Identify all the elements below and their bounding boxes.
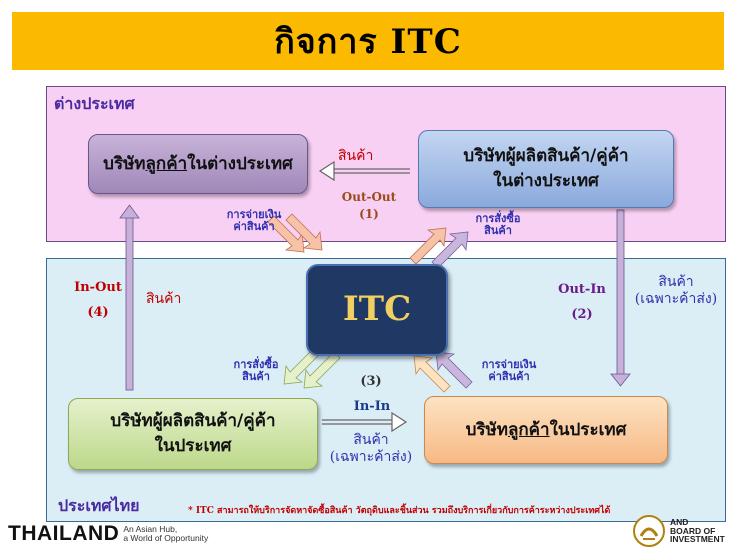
page-title: กิจการ ITC [274, 22, 462, 62]
arrow-out-out [318, 160, 410, 182]
customer-thailand-box: บริษัทลูกค้าในประเทศ [424, 396, 668, 464]
in-in-name: In-In [353, 399, 391, 414]
out-in-goods: สินค้า [658, 274, 694, 290]
thailand-brand: THAILAND An Asian Hub, a World of Opport… [8, 522, 208, 546]
in-out-label: In-Out (4) [68, 276, 128, 325]
customer-abroad-prefix: บริษัท [103, 153, 146, 174]
arrow-in-out [119, 204, 140, 391]
order-label-top-line1: การสั่งซื้อ [475, 212, 521, 225]
arrow-payment-to-itc-1 [267, 215, 305, 253]
arrow-payment-from-customer-thai-1 [413, 355, 451, 393]
in-in-number: (3) [360, 374, 382, 389]
in-in-goods-label: สินค้า (เฉพาะค้าส่ง) [324, 432, 418, 466]
arrow-payment-to-itc-2 [285, 213, 323, 251]
out-in-note: (เฉพาะค้าส่ง) [634, 290, 718, 307]
customer-abroad-box: บริษัทลูกค้าในต่างประเทศ [88, 134, 308, 194]
title-bar: กิจการ ITC [12, 12, 724, 70]
in-out-name: In-Out [74, 280, 122, 295]
producer-abroad-box: บริษัทผู้ผลิตสินค้า/คู่ค้า ในต่างประเทศ [418, 130, 674, 208]
itc-label: ITC [342, 289, 412, 330]
payment-label-bottom-line1: การจ่ายเงิน [481, 358, 537, 371]
itc-box: ITC [306, 264, 448, 356]
boi-logo-icon [633, 515, 665, 547]
boi-brand: AND BOARD OF INVESTMENT [632, 514, 725, 548]
customer-abroad-suffix: ในต่างประเทศ [187, 153, 293, 174]
payment-label-bottom-line2: ค่าสินค้า [488, 369, 530, 383]
payment-label-top-line1: การจ่ายเงิน [226, 208, 282, 221]
payment-label-top: การจ่ายเงิน ค่าสินค้า [222, 209, 286, 232]
boi-text: AND BOARD OF INVESTMENT [670, 516, 725, 545]
out-out-goods-label: สินค้า [338, 148, 374, 164]
order-label-bottom-line1: การสั่งซื้อ [233, 358, 279, 371]
order-label-top-line2: สินค้า [484, 223, 512, 237]
in-in-note: (เฉพาะค้าส่ง) [329, 448, 413, 465]
brand-tagline-line1: An Asian Hub, [123, 523, 178, 534]
boi-line1: AND [670, 516, 689, 527]
producer-thailand-line1: บริษัทผู้ผลิตสินค้า/คู่ค้า [110, 411, 276, 432]
customer-thailand-prefix: บริษัท [465, 419, 508, 440]
footnote: * ITC สามารถให้บริการจัดหาจัดซื้อสินค้า … [188, 506, 611, 516]
brand-tagline-line2: a World of Opportunity [123, 533, 209, 543]
payment-label-top-line2: ค่าสินค้า [233, 219, 275, 233]
customer-abroad-underlined: ลูกค้า [145, 153, 188, 174]
producer-abroad-line1: บริษัทผู้ผลิตสินค้า/คู่ค้า [463, 146, 629, 167]
out-out-number: (1) [359, 207, 379, 221]
arrow-order-to-producer-thai-2 [303, 351, 341, 389]
out-out-name: Out-Out [341, 190, 397, 204]
producer-thailand-box: บริษัทผู้ผลิตสินค้า/คู่ค้า ในประเทศ [68, 398, 318, 470]
out-in-name: Out-In [558, 282, 606, 297]
payment-label-bottom: การจ่ายเงิน ค่าสินค้า [476, 359, 542, 382]
in-out-number: (4) [87, 304, 109, 320]
producer-thailand-line2: ในประเทศ [154, 436, 232, 456]
producer-abroad-line2: ในต่างประเทศ [493, 171, 599, 191]
in-out-goods-label: สินค้า [146, 291, 182, 307]
customer-thailand-suffix: ในประเทศ [549, 419, 627, 440]
out-in-goods-label: สินค้า (เฉพาะค้าส่ง) [630, 274, 722, 308]
brand-tagline: An Asian Hub, a World of Opportunity [123, 523, 209, 544]
out-in-number: (2) [571, 306, 593, 322]
arrow-order-from-itc-1 [409, 227, 447, 265]
region-thailand-label: ประเทศไทย [58, 496, 140, 515]
customer-thailand-underlined: ลูกค้า [507, 419, 550, 440]
arrow-payment-from-customer-thai-2 [435, 351, 473, 389]
out-in-label: Out-In (2) [552, 278, 612, 327]
region-abroad-label: ต่างประเทศ [54, 94, 135, 113]
boi-line3: INVESTMENT [670, 534, 725, 545]
arrow-in-in [322, 411, 408, 433]
thailand-wordmark: THAILAND [8, 522, 120, 545]
order-label-bottom-line2: สินค้า [242, 369, 270, 383]
order-label-bottom: การสั่งซื้อ สินค้า [224, 359, 288, 382]
arrow-order-from-itc-2 [431, 231, 469, 269]
order-label-top: การสั่งซื้อ สินค้า [466, 213, 530, 236]
boi-line2: BOARD OF [670, 525, 716, 536]
in-in-goods: สินค้า [353, 432, 389, 448]
arrow-out-in [610, 209, 631, 387]
